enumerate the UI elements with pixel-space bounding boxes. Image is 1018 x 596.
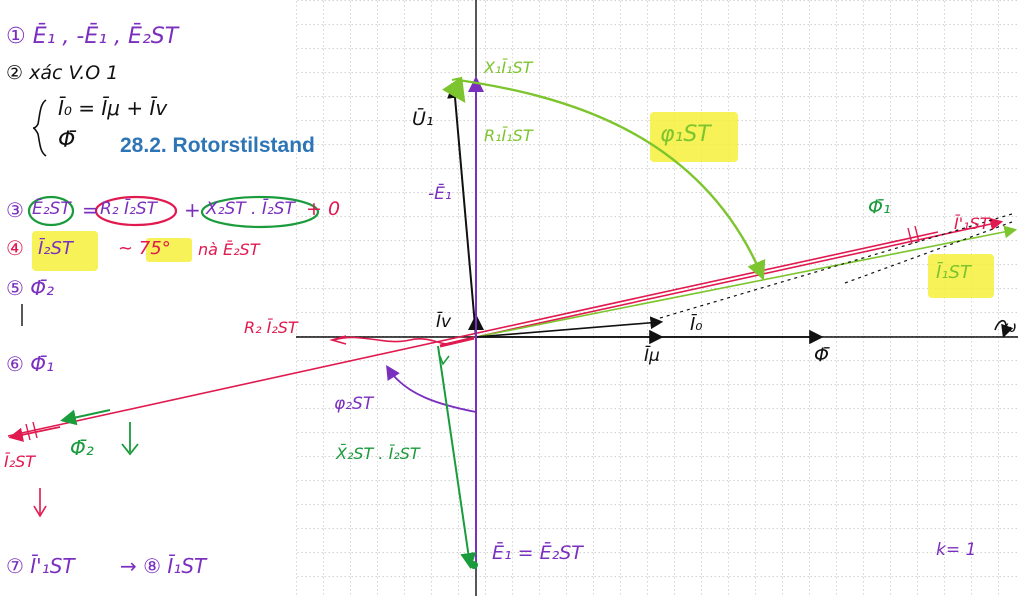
down-arrow-step7 (33, 488, 47, 518)
step-4-tail: nà Ē₂ST (198, 240, 260, 259)
phi2-vector (60, 409, 111, 426)
phi2st-arc (386, 364, 477, 413)
label-e1-e2st: Ē₁ = Ē₂ST (492, 542, 583, 564)
label-phi2: Φ̄₂ (70, 436, 94, 460)
step-6: ⑥ Φ̄₁ (6, 352, 55, 376)
step-1: ① Ē₁ , -Ē₁ , Ē₂ST (6, 24, 179, 49)
step-3-equals: = (82, 198, 99, 222)
step-4-number: ④ (6, 236, 24, 260)
e2st-point (470, 561, 478, 569)
dotted-line-1 (659, 213, 1013, 319)
label-omega: ω (1004, 318, 1017, 336)
step-4-angle: ~ 75° (118, 238, 171, 259)
green-tick-origin (439, 355, 450, 366)
omega-arrow (994, 320, 1014, 339)
u1-vector (447, 82, 477, 338)
step-3-plus: + (184, 198, 201, 222)
label-r2i2st: R₂ Ī₂ST (244, 318, 298, 337)
r1i1st-vector (442, 76, 466, 103)
phi1st-arc (457, 78, 766, 281)
step-3-number: ③ (6, 198, 24, 222)
highlight-phi1st (650, 112, 738, 162)
label-r1i1st: R₁Ī₁ST (484, 126, 533, 145)
label-k: k= 1 (936, 540, 977, 560)
section-title: 28.2. Rotorstilstand (120, 134, 315, 157)
red-segment-origin (439, 336, 475, 348)
x1i1st-line (451, 77, 463, 81)
step-2-equation: Ī₀ = Īμ + Īv (58, 96, 168, 120)
label-i1st: Ī₁ST (936, 262, 971, 283)
label-phi1: Φ̄₁ (868, 196, 891, 218)
label-x1i1st: X₁Ī₁ST (484, 58, 533, 77)
label-phi1st: φ₁ST (660, 122, 711, 147)
highlight-i2st (32, 231, 98, 271)
label-imu: Īμ (644, 346, 660, 366)
circle-x2st (200, 195, 320, 229)
label-phi2st: φ₂ST (334, 394, 374, 414)
i1st-ticks (907, 225, 920, 245)
step-2: ② xác V.O 1 (6, 62, 119, 84)
step-7: ⑦ Ī'₁ST (6, 554, 75, 578)
r2i2st-arrow (329, 335, 347, 345)
step-5: ⑤ Φ̄₂ (6, 276, 55, 300)
step-3-x2st: X₂ST . Ī₂ST (206, 199, 295, 219)
i1st-prime-vector (475, 217, 1004, 338)
step-3-r2i2st: R₂ Ī₂ST (100, 199, 158, 219)
label-u1: Ū₁ (412, 108, 434, 130)
brace (32, 99, 47, 157)
label-iv: Īv (436, 312, 452, 332)
r2i2st-wave (333, 336, 447, 345)
dotted-line-2 (844, 221, 1013, 284)
circle-r2i2st (94, 195, 178, 227)
step-8: → ⑧ Ī₁ST (120, 554, 207, 578)
label-x2st: X̄₂ST . Ī₂ST (336, 444, 420, 463)
step-3-e2st: Ē₂ST (32, 199, 71, 219)
circle-e2st (27, 195, 75, 227)
label-i1st-prime: Ī'₁ST (954, 214, 990, 233)
label-i0: Ī₀ (690, 314, 703, 335)
label-minus-e1: -Ē₁ (428, 184, 452, 204)
green-arrow-small (121, 422, 139, 456)
i0-vector (475, 316, 664, 338)
i2st-line (7, 231, 939, 437)
step-2-phi: Φ̄ (58, 128, 76, 153)
label-i2st: Ī₂ST (4, 452, 36, 471)
highlight-75deg (146, 238, 192, 262)
step-4-i2st: Ī₂ST (38, 238, 73, 259)
i1st-vector (475, 225, 1018, 338)
label-phi-axis: Φ̄ (814, 344, 829, 366)
step-3-zero: + 0 (306, 198, 341, 220)
i2st-ticks (25, 421, 38, 441)
x2st-vector (437, 345, 477, 569)
highlight-i1st (928, 254, 994, 298)
